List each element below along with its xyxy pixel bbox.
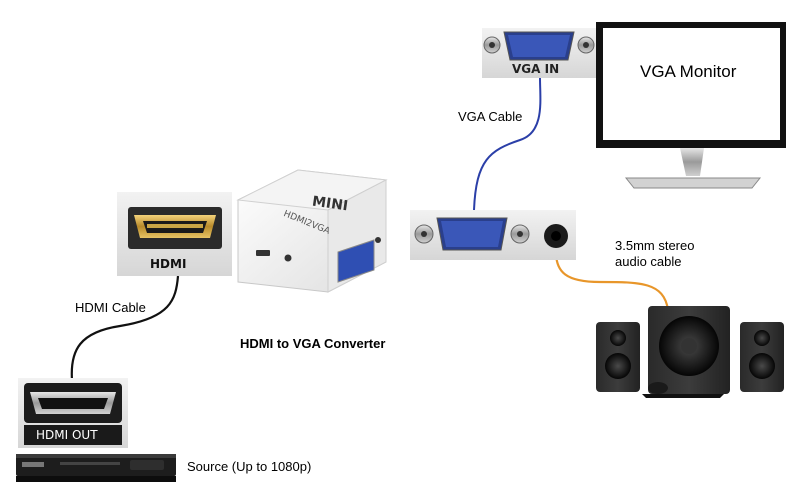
vga-in-panel [482,28,598,78]
converter-label: HDMI to VGA Converter [240,336,386,351]
audio-cable-line [554,251,670,311]
vga-cable-line [473,77,542,211]
source-label: Source (Up to 1080p) [187,459,312,474]
converter-box [236,169,388,293]
hdmi-port-label: HDMI [150,257,187,271]
hdmi-port-panel [117,192,232,276]
source-device [16,454,176,482]
vga-in-label: VGA IN [512,62,560,76]
hdmi-cable-label: HDMI Cable [75,300,146,315]
vga-audio-panel [410,210,576,260]
audio-cable-label-line1: 3.5mm stereo [615,238,695,253]
hdmi-out-label: HDMI OUT [36,428,98,442]
vga-monitor-label: VGA Monitor [640,62,737,81]
vga-monitor [596,22,786,189]
speaker-system [596,306,784,398]
vga-cable-label: VGA Cable [458,109,523,124]
hdmi-cable-line [70,275,180,381]
hdmi-out-panel [18,378,128,448]
audio-cable-label-line2: audio cable [615,254,682,269]
